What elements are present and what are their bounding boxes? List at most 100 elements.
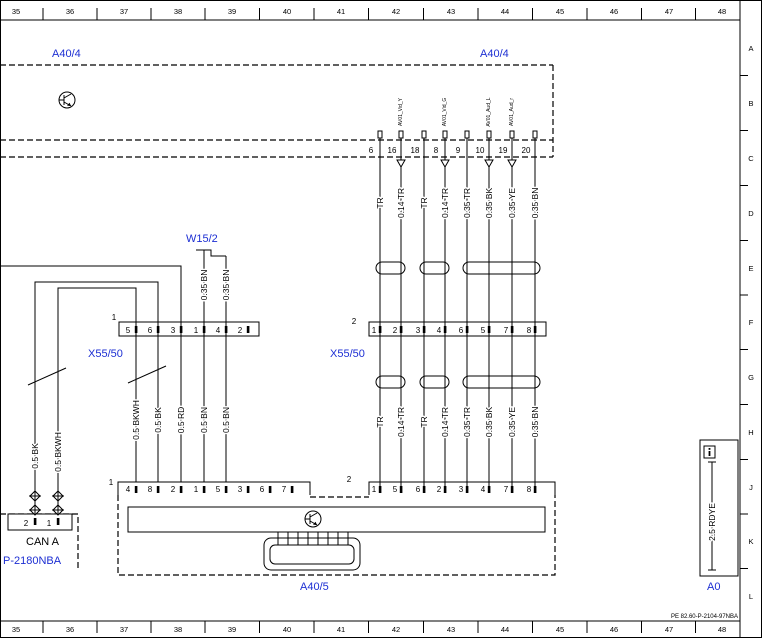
pin-contact [533,486,537,493]
splice-icon [52,504,64,516]
wire-0-5-bk [34,281,159,521]
wire-label: 0.35 TR [462,188,472,218]
column-number-top: 44 [501,7,509,16]
connector-body [368,321,547,337]
pin-number: 6 [416,485,421,494]
wire-label: 0.5 BN [199,407,209,433]
signal-name: AV01_Aud_r [509,98,515,126]
column-number-bottom: 45 [556,625,564,634]
connector-number: 2 [352,317,357,326]
connector-body [118,321,260,337]
pin-contact [156,326,160,333]
pin-number: 18 [411,146,420,155]
wire-label: 0.35 BN [530,407,540,438]
splice-icon [52,490,64,502]
pin-contact [443,486,447,493]
wire-label: 0.5 BKWH [131,400,141,440]
component-a0: 2.5 RDYE A0 [699,439,739,593]
pin-contact [487,486,491,493]
pin-number: 1 [194,326,199,335]
pin-contact [378,326,382,333]
pin-contact [443,326,447,333]
connector-number: 1 [112,313,117,322]
wire-label: 2.5 RDYE [707,503,717,541]
can-a-reference: P-2180NBA [3,555,62,567]
pin-number: 7 [504,326,509,335]
pin-terminal [509,130,515,139]
pin-number: 7 [282,485,287,494]
column-number-top: 46 [610,7,618,16]
wire-label: 0.5 BK [30,443,40,469]
pin-number: 3 [416,326,421,335]
pin-contact [224,326,228,333]
signal-name: AV01_Vid_G [442,98,448,127]
pin-number: 6 [459,326,464,335]
column-number-bottom: 43 [447,625,455,634]
pin-arrow [484,159,494,169]
pin-contact [510,486,514,493]
row-letter: E [748,264,753,273]
wire-0-5-bkwh [57,287,137,521]
pin-number: 6 [369,146,374,155]
pin-number: 3 [171,326,176,335]
row-letter: H [748,428,753,437]
row-letter: A [748,44,753,53]
component-a40-5: 1 2 A40/5 [109,475,556,593]
connector-label-x55-50: X55/50 [88,348,123,360]
column-number-bottom: 47 [665,625,673,634]
wire-label: 0.5 BKWH [53,432,63,472]
row-letter: L [749,592,753,601]
transistor-icon [58,91,76,109]
wire-label: 0.5 BN [221,407,231,433]
pin-contact [422,486,426,493]
connector-body [117,481,311,495]
pin-terminal [442,130,448,139]
pin-contact [134,486,138,493]
column-number-bottom: 40 [283,625,291,634]
pin-contact [134,326,138,333]
wire-label: 0.35 YE [507,407,517,437]
pin-number: 3 [238,485,243,494]
pin-number: 3 [459,485,464,494]
pin-terminal [377,130,383,139]
column-number-bottom: 37 [120,625,128,634]
column-number-top: 48 [718,7,726,16]
column-number-top: 40 [283,7,291,16]
wire-label: 0.35 BN [221,270,231,301]
display-icon [263,532,361,571]
pin-contact [246,486,250,493]
pin-contact [224,486,228,493]
column-number-top: 37 [120,7,128,16]
wire-label: 0.35 TR [462,407,472,437]
wire-label: 0.14 TR [396,188,406,218]
twisted-pair-slash [27,367,67,386]
pin-contact [246,326,250,333]
row-letter: D [748,209,754,218]
ground-point-w15-2 [196,249,226,257]
pin-number: 5 [481,326,486,335]
row-letter: C [748,154,754,163]
pin-terminal [421,130,427,139]
pin-number: 5 [126,326,131,335]
pin-number: 1 [372,326,377,335]
pin-contact [487,326,491,333]
connector-number: 2 [347,475,352,484]
pin-contact [465,326,469,333]
component-label-a40-4: A40/4 [52,48,81,60]
twisted-pair-marker [375,375,406,389]
pin-contact [179,486,183,493]
pin-number: 4 [216,326,221,335]
wire-label: 0.14 TR [440,407,450,437]
wire-label: 0.35 BK [484,188,494,219]
pin-contact [378,486,382,493]
column-number-bottom: 48 [718,625,726,634]
pin-number: 2 [238,326,243,335]
twisted-pair-marker [419,375,450,389]
row-letter: B [748,99,753,108]
column-number-top: 43 [447,7,455,16]
wire-label: 0.14 TR [396,407,406,437]
row-letter: K [748,537,753,546]
column-number-bottom: 35 [12,625,20,634]
